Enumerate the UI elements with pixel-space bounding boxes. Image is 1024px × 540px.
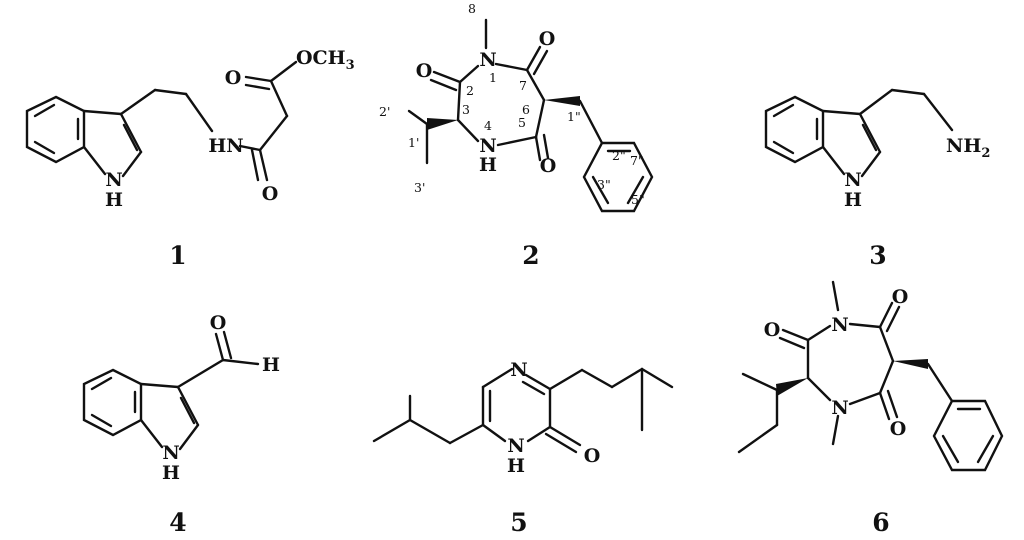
c6-n-top: N — [831, 314, 848, 336]
c2-num-3p: 3' — [414, 180, 425, 195]
c2-num-1pp: 1" — [567, 109, 581, 124]
c2-num-1p: 1' — [408, 135, 419, 150]
c2-num-2p: 2' — [379, 104, 390, 119]
c5-n-top: N — [510, 359, 527, 381]
compound-label-5: 5 — [510, 508, 527, 537]
compound-3-structure: N H NH2 — [764, 88, 990, 211]
compound-1-structure: N H HN O O OCH3 — [25, 47, 355, 211]
c2-num-7: 7 — [519, 78, 527, 93]
c2-n4: N — [479, 135, 496, 157]
c2-num-1: 1 — [489, 70, 497, 85]
c1-ring-n: N — [105, 169, 122, 191]
c5-nh-h: H — [507, 455, 525, 477]
c1-ring-h: H — [105, 189, 123, 211]
c2-o7: O — [539, 28, 556, 50]
c4-aldehyde-h: H — [262, 354, 280, 376]
compound-label-3: 3 — [869, 241, 886, 270]
c2-num-7pp: 7" — [630, 153, 644, 168]
c6-o-bottom: O — [890, 418, 907, 440]
compound-4-structure: N H O H — [82, 312, 280, 484]
c6-o-top: O — [892, 286, 909, 308]
c2-num-3: 3 — [462, 102, 470, 117]
c2-num-5: 5 — [518, 115, 526, 130]
c2-o2: O — [416, 60, 433, 82]
c2-num-2pp: 2" — [612, 148, 626, 163]
c2-num-5pp: 5" — [631, 192, 645, 207]
c1-amide-nh: HN — [208, 135, 243, 157]
c5-nh-n: N — [507, 435, 524, 457]
c3-amine: NH2 — [946, 135, 990, 161]
c1-ester-carbonyl-o: O — [225, 67, 242, 89]
compound-label-6: 6 — [872, 508, 889, 537]
c2-n1: N — [479, 49, 496, 71]
c2-num-8: 8 — [468, 1, 476, 16]
c6-n-bottom: N — [831, 397, 848, 419]
compound-2-structure: N N H O O O 8 1 2 3 4 5 6 7 1" 2' 1' 3' … — [379, 1, 654, 213]
c2-num-6: 6 — [522, 102, 530, 117]
compound-5-structure: N N H O — [372, 359, 674, 477]
c2-n4-h: H — [479, 154, 497, 176]
compound-label-1: 1 — [169, 241, 186, 270]
c4-aldehyde-o: O — [210, 312, 227, 334]
c4-ring-n: N — [162, 442, 179, 464]
c2-num-3pp: 3" — [597, 177, 611, 192]
c4-ring-h: H — [162, 462, 180, 484]
c2-num-4: 4 — [484, 118, 492, 133]
compound-label-2: 2 — [522, 241, 539, 270]
c2-o5: O — [540, 155, 557, 177]
c3-ring-h: H — [844, 189, 862, 211]
c1-ester-ome: OCH3 — [296, 47, 355, 73]
compound-label-4: 4 — [169, 508, 186, 537]
compound-6-structure: N N O O O — [737, 280, 1004, 472]
c2-num-2: 2 — [466, 83, 474, 98]
c1-amide-o: O — [262, 183, 279, 205]
c3-ring-n: N — [844, 169, 861, 191]
c5-carbonyl-o: O — [584, 445, 601, 467]
c6-o-left: O — [764, 319, 781, 341]
